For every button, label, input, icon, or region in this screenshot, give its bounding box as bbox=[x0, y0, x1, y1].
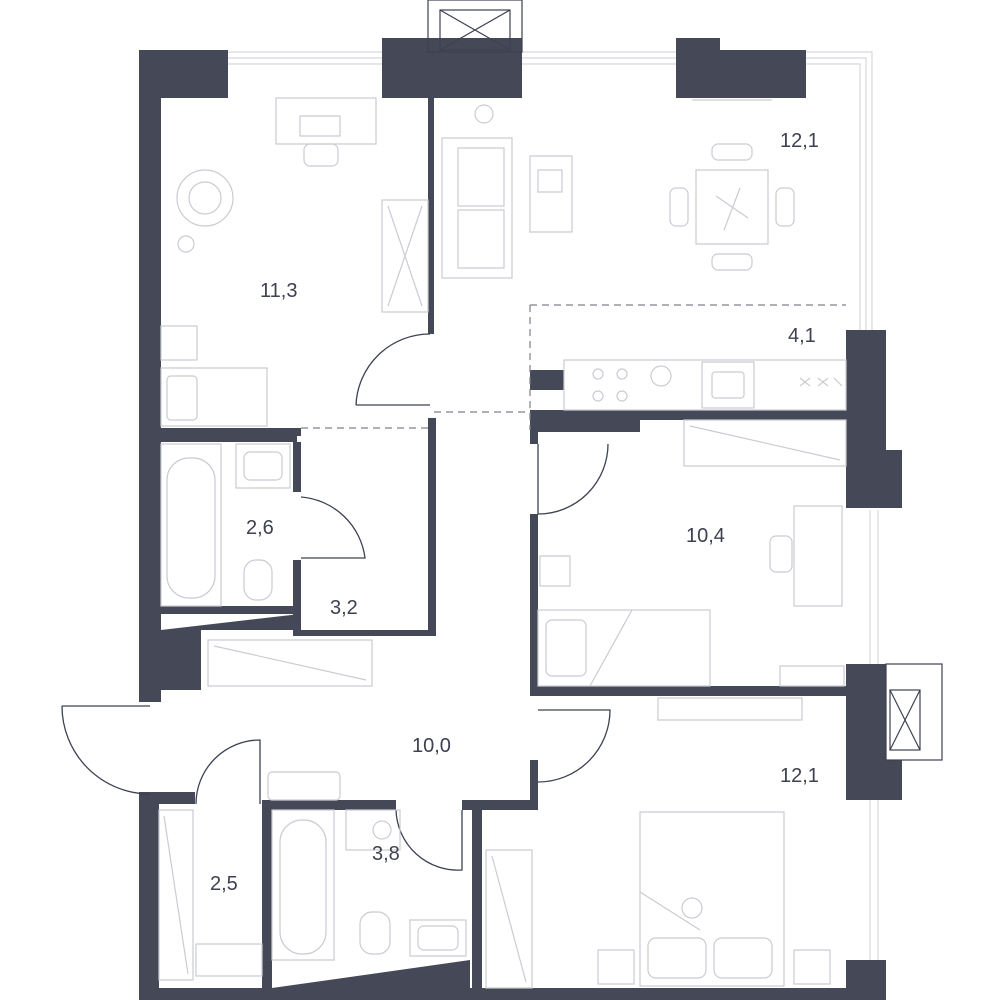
sink-icon bbox=[235, 443, 291, 489]
room-labels: 12,1 4,1 11,3 2,6 3,2 10,4 10,0 12,1 2,5… bbox=[210, 130, 819, 895]
room-area-bathroom-large: 3,8 bbox=[372, 843, 400, 865]
room-area-living-room: 12,1 bbox=[780, 130, 819, 152]
toilet-icon bbox=[359, 911, 391, 955]
room-area-bathroom-small: 2,6 bbox=[246, 517, 274, 539]
wardrobe-icon bbox=[207, 639, 373, 687]
room-area-hall: 10,0 bbox=[412, 735, 451, 757]
room-area-wardrobe: 2,5 bbox=[210, 873, 238, 895]
bathtub-icon bbox=[271, 809, 335, 961]
stove-icon bbox=[563, 359, 847, 411]
desk-icon bbox=[769, 505, 843, 607]
nightstand bbox=[597, 949, 831, 985]
sink-icon bbox=[701, 361, 755, 409]
room-area-bedroom-right: 12,1 bbox=[780, 765, 819, 787]
dining-table-icon bbox=[669, 143, 795, 271]
kitchen-cooktop bbox=[799, 377, 843, 387]
wardrobe-icon bbox=[485, 849, 533, 989]
walls bbox=[139, 38, 902, 1000]
armchair-icon bbox=[176, 169, 234, 227]
ventilation-icon bbox=[427, 0, 943, 761]
room-area-kitchen-zone: 4,1 bbox=[788, 325, 816, 347]
bed-icon bbox=[160, 325, 268, 427]
doors bbox=[61, 333, 611, 871]
wardrobe-icon bbox=[683, 419, 847, 467]
desk-icon bbox=[529, 155, 573, 233]
room-area-bedroom-left: 11,3 bbox=[260, 280, 297, 302]
tv-stand bbox=[657, 697, 803, 721]
plant-icon bbox=[681, 897, 703, 919]
sofa-icon bbox=[441, 137, 513, 279]
bench bbox=[267, 771, 341, 801]
room-area-bedroom-middle: 10,4 bbox=[686, 525, 725, 547]
toilet-icon bbox=[243, 559, 273, 601]
bed-icon bbox=[639, 811, 785, 987]
bed-icon bbox=[537, 555, 711, 687]
bookshelf bbox=[779, 665, 845, 687]
bathtub-icon bbox=[160, 443, 222, 607]
zone-lines bbox=[301, 304, 846, 430]
sink-icon bbox=[409, 919, 467, 957]
wardrobe-icon bbox=[158, 809, 263, 981]
room-area-corridor: 3,2 bbox=[330, 597, 358, 619]
desk-icon bbox=[275, 97, 377, 167]
plant-icon bbox=[177, 104, 494, 253]
wardrobe-icon bbox=[381, 199, 429, 313]
washing-machine bbox=[345, 809, 401, 851]
